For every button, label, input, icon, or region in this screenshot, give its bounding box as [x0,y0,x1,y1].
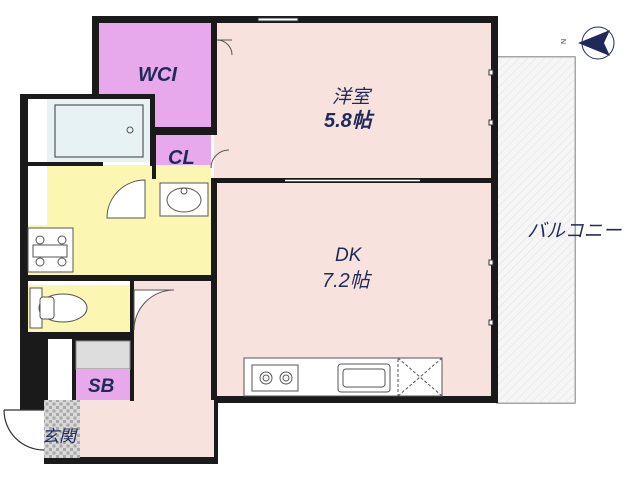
door-wci [216,39,233,56]
washer-knob-icon [35,235,45,245]
washer-knob-icon [57,235,67,245]
bathtub [54,104,144,158]
wall-toilet-bottom [20,332,134,339]
outer-wall-right [491,16,498,400]
outer-wall-bottom-left [44,457,218,464]
sb-shelf [75,340,131,370]
label-western-room-name: 洋室 [332,86,373,108]
window-marks [257,17,494,326]
compass-icon: N [561,26,615,60]
wall-bath-top [20,94,154,99]
burner-icon [259,371,273,385]
basin-drain [180,187,188,195]
toilet-seat [39,296,55,320]
burner-icon [279,371,293,385]
burner-inner-icon [262,374,270,382]
wall-laundry-bottom [20,275,214,281]
burner-inner-icon [282,374,290,382]
label-wci: WCI [138,64,177,86]
label-sb: SB [88,376,115,397]
entrance-floor [80,400,214,457]
outer-wall-left-lower [20,94,28,410]
front-door [3,409,45,451]
fridge-space [397,357,443,397]
door-wash [106,179,146,219]
label-dk-size: 7.2帖 [322,270,373,292]
door-cl [210,149,230,169]
bath-floor [47,99,151,162]
bath-drain [126,126,134,134]
wall-bath-right [150,94,155,166]
stove [251,364,299,392]
wall-sb-left [72,337,76,401]
balcony-fill [497,57,575,403]
kitchen-sink-basin [342,368,386,388]
wash-basin [166,187,202,213]
wall-toilet-right [130,281,134,337]
wall-sb-right [130,337,134,401]
outer-wall-left-upper [92,16,99,96]
wall-wci-right [211,16,217,128]
wall-sb-top [72,337,134,341]
wall-wash-right [211,178,217,398]
washer-knob-icon [57,257,67,267]
wall-bath-bottom [28,162,103,166]
washer-drain [32,244,68,258]
genkan-tiles [44,400,80,458]
label-cl: CL [168,147,195,169]
label-balcony: バルコニー [527,221,623,242]
wall-wci-bottom [152,127,217,135]
kitchen-sink [337,363,391,393]
compass-north-label: N [561,39,568,44]
door-toilet [133,289,175,331]
western-room-floor [214,23,491,178]
wall-entrance-side [211,396,218,464]
washing-machine-space [27,227,74,273]
label-dk-name: DK [335,245,363,266]
label-western-room-size: 5.8帖 [324,109,375,132]
washer-knob-icon [35,257,45,267]
label-entrance: 玄関 [42,427,78,446]
shoe-box-floor [75,370,132,400]
outer-wall-bottom [214,396,498,403]
column-left-bottom [20,330,48,410]
